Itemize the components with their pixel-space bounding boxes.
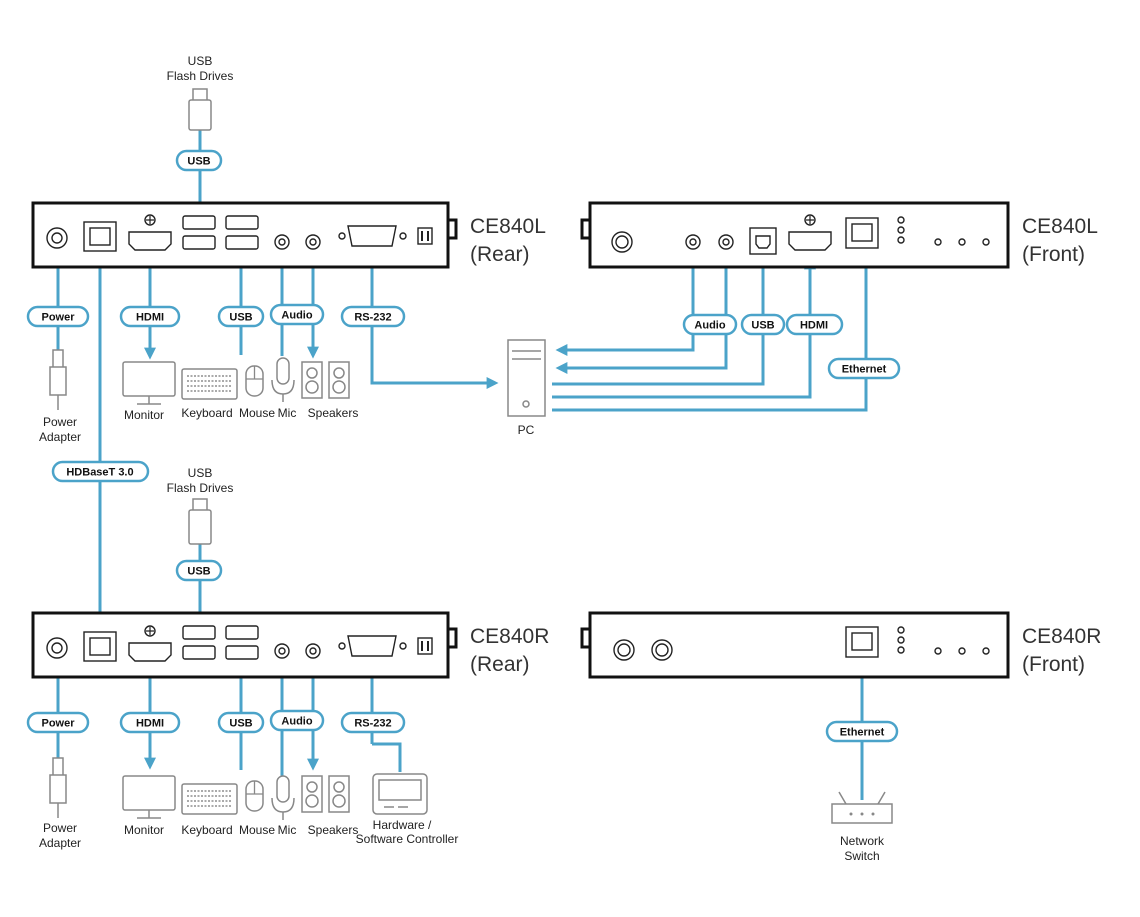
usb-flash-label-1: USB bbox=[188, 54, 213, 68]
monitor-icon bbox=[122, 361, 176, 405]
ce840r-front-name: CE840R bbox=[1022, 625, 1101, 648]
ethernet-tag-2: Ethernet bbox=[840, 727, 885, 739]
usb-tag-5: USB bbox=[229, 718, 252, 730]
switch-label-2: Switch bbox=[844, 849, 879, 863]
ce840l-rear-sub: (Rear) bbox=[470, 243, 530, 266]
usb-tag-4: USB bbox=[187, 566, 210, 578]
power-adapter-icon bbox=[49, 349, 67, 410]
ce840l-front-sub: (Front) bbox=[1022, 243, 1085, 266]
ce840l-front-name: CE840L bbox=[1022, 215, 1098, 238]
power-adapter-label-1: Power bbox=[43, 415, 77, 429]
audio-tag-1: Audio bbox=[281, 310, 312, 322]
mic-icon bbox=[271, 357, 295, 402]
cable-tags: USB Power HDMI USB Audio RS-232 Audio US… bbox=[26, 149, 901, 743]
mic-icon-2 bbox=[271, 775, 295, 820]
mouse-icon-2 bbox=[245, 780, 264, 812]
hdmi-tag-2: HDMI bbox=[800, 320, 828, 332]
mouse-label-2: Mouse bbox=[239, 823, 275, 837]
usb-flash-label-4: Flash Drives bbox=[167, 481, 234, 495]
hdmi-tag-1: HDMI bbox=[136, 312, 164, 324]
usb-tag-1: USB bbox=[187, 156, 210, 168]
controller-icon bbox=[372, 773, 428, 815]
usb-flash-label-3: USB bbox=[188, 466, 213, 480]
ce840r-rear-device bbox=[31, 611, 458, 679]
mic-label-2: Mic bbox=[278, 823, 297, 837]
ce840l-front-device bbox=[580, 201, 1010, 269]
speakers-label: Speakers bbox=[308, 406, 359, 420]
speakers-label-2: Speakers bbox=[308, 823, 359, 837]
ethernet-tag-1: Ethernet bbox=[842, 364, 887, 376]
speakers-icon-2 bbox=[301, 775, 350, 813]
ce840l-rear-device bbox=[31, 201, 458, 269]
hdbaset-tag: HDBaseT 3.0 bbox=[66, 467, 133, 479]
controller-label-2: Software Controller bbox=[356, 832, 459, 846]
ce840r-front-device bbox=[580, 611, 1010, 679]
monitor-label: Monitor bbox=[124, 408, 164, 422]
usb-flash-drive-icon-2 bbox=[188, 498, 212, 545]
speakers-icon bbox=[301, 361, 350, 399]
audio-tag-2: Audio bbox=[694, 320, 725, 332]
controller-label-1: Hardware / bbox=[373, 818, 432, 832]
keyboard-icon-2 bbox=[181, 783, 238, 815]
pc-label: PC bbox=[518, 423, 535, 437]
hdmi-tag-3: HDMI bbox=[136, 718, 164, 730]
power-adapter-label-4: Adapter bbox=[39, 836, 81, 850]
mic-label: Mic bbox=[278, 406, 297, 420]
power-tag-1: Power bbox=[41, 312, 75, 324]
monitor-label-2: Monitor bbox=[124, 823, 164, 837]
keyboard-label: Keyboard bbox=[181, 406, 232, 420]
power-adapter-label-2: Adapter bbox=[39, 430, 81, 444]
rs232-tag-2: RS-232 bbox=[354, 718, 391, 730]
usb-flash-label-2: Flash Drives bbox=[167, 69, 234, 83]
keyboard-icon bbox=[181, 368, 238, 400]
power-adapter-label-3: Power bbox=[43, 821, 77, 835]
mouse-label: Mouse bbox=[239, 406, 275, 420]
mouse-icon bbox=[245, 365, 264, 397]
ce840l-rear-name: CE840L bbox=[470, 215, 546, 238]
ce840r-rear-sub: (Rear) bbox=[470, 653, 530, 676]
power-adapter-icon-2 bbox=[49, 757, 67, 818]
network-switch-icon bbox=[831, 791, 893, 824]
usb-tag-2: USB bbox=[229, 312, 252, 324]
monitor-icon-2 bbox=[122, 775, 176, 819]
audio-tag-3: Audio bbox=[281, 716, 312, 728]
keyboard-label-2: Keyboard bbox=[181, 823, 232, 837]
power-tag-2: Power bbox=[41, 718, 75, 730]
switch-label-1: Network bbox=[840, 834, 885, 848]
ce840r-front-sub: (Front) bbox=[1022, 653, 1085, 676]
rs232-tag-1: RS-232 bbox=[354, 312, 391, 324]
usb-tag-3: USB bbox=[751, 320, 774, 332]
pc-icon bbox=[507, 339, 546, 417]
ce840r-rear-name: CE840R bbox=[470, 625, 549, 648]
usb-flash-drive-icon bbox=[188, 88, 212, 131]
